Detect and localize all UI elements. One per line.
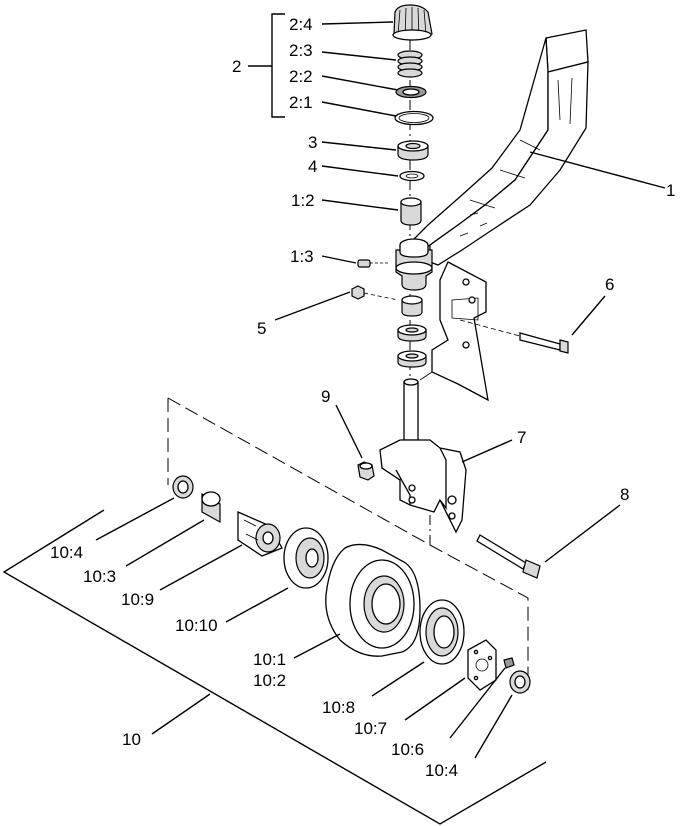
callout-1: 1	[666, 181, 675, 200]
nut-part-5	[351, 285, 399, 301]
callout-2-4: 2:4	[289, 15, 313, 34]
callout-9: 9	[321, 387, 330, 406]
washer-part-4	[399, 170, 425, 182]
hub-part-10-9	[237, 511, 283, 557]
callout-10-6: 10:6	[391, 740, 424, 759]
callout-8: 8	[620, 485, 629, 504]
parts-drawing	[167, 4, 589, 694]
plate-part-10-7	[467, 639, 497, 691]
callout-1-2: 1:2	[291, 191, 315, 210]
callout-2-2: 2:2	[289, 67, 313, 86]
callout-2-1: 2:1	[289, 93, 313, 112]
snap-ring-part-2-1	[394, 110, 434, 126]
callout-10-2: 10:2	[253, 671, 286, 690]
spacer-part-10-3	[201, 491, 221, 524]
callout-2: 2	[232, 57, 241, 76]
callout-4: 4	[308, 157, 317, 176]
caster-fork-part-7	[379, 378, 467, 534]
rim-half-part-10-8	[419, 599, 465, 665]
callout-10-1: 10:1	[253, 650, 286, 669]
callout-10-3: 10:3	[83, 567, 116, 586]
bolt-part-6	[459, 319, 569, 354]
callout-10-9: 10:9	[121, 590, 154, 609]
bearing-part-10-4-left	[172, 475, 194, 499]
spindle-housing	[395, 238, 433, 291]
assembly-dashed-outline	[167, 397, 529, 690]
callout-5: 5	[257, 319, 266, 338]
rim-half-part-10-10	[283, 527, 329, 589]
callout-6: 6	[605, 275, 614, 294]
leader-lines	[2, 13, 666, 825]
callout-7: 7	[517, 428, 526, 447]
callout-2-3: 2:3	[289, 41, 313, 60]
callout-10: 10	[122, 730, 141, 749]
callout-1-3: 1:3	[290, 247, 314, 266]
nut-part-9	[357, 461, 375, 481]
callout-10-4-left: 10:4	[50, 543, 83, 562]
lower-bushing-stack	[397, 295, 427, 368]
callout-10-10: 10:10	[175, 616, 218, 635]
axle-bolt-part-8	[476, 534, 541, 579]
bearing-part-3	[397, 140, 429, 161]
grease-fitting-part-1-3	[357, 259, 388, 268]
bearing-part-10-4-right	[509, 670, 531, 694]
spring-part-2-3	[397, 50, 423, 78]
tire-part-10-1	[325, 543, 421, 657]
fitting-part-10-6	[503, 657, 515, 669]
dust-cap-part-2-4	[392, 4, 433, 41]
bushing-part-1-2	[400, 197, 422, 226]
callout-10-4-right: 10:4	[425, 761, 458, 780]
callout-10-8: 10:8	[322, 698, 355, 717]
callout-3: 3	[308, 133, 317, 152]
callout-labels: 2:4 2:3 2:2 2:1 2 3 4 1:2 1 1:3 6 5 9 7 …	[50, 15, 675, 780]
ring-part-2-2	[395, 85, 427, 99]
callout-10-7: 10:7	[354, 719, 387, 738]
